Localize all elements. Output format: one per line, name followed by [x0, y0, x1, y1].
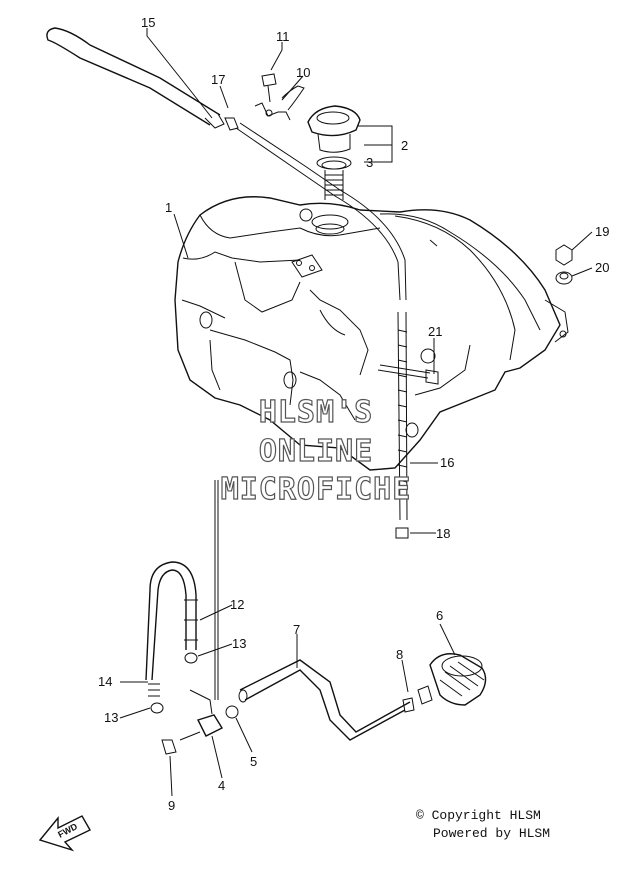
callout-1: 1 — [165, 200, 172, 215]
callout-11: 11 — [276, 29, 290, 44]
callout-16: 16 — [440, 455, 454, 470]
copyright-text: © Copyright HLSM — [416, 808, 541, 823]
fwd-arrow-icon: FWD — [38, 815, 91, 852]
callout-17: 17 — [211, 72, 225, 87]
watermark-line-1: HLSM'S — [258, 394, 374, 430]
callout-3: 3 — [366, 155, 373, 170]
dampers — [555, 244, 573, 285]
fuel-cock-assembly — [145, 480, 239, 755]
watermark-line-2: ONLINE — [258, 433, 374, 469]
callout-13-upper: 13 — [232, 636, 246, 651]
callout-7: 7 — [293, 622, 300, 637]
fuel-filter-line — [238, 653, 487, 741]
powered-by-text: Powered by HLSM — [433, 826, 551, 841]
breather-hose — [235, 122, 409, 539]
callout-6: 6 — [436, 608, 443, 623]
leader-lines — [119, 28, 593, 797]
callout-8: 8 — [396, 647, 403, 662]
clip-and-bolt — [254, 73, 305, 121]
callout-14: 14 — [98, 674, 112, 689]
callout-20: 20 — [595, 260, 609, 275]
callout-18: 18 — [436, 526, 450, 541]
fuel-tank — [174, 196, 569, 471]
overflow-hose — [46, 27, 239, 131]
callout-2: 2 — [401, 138, 408, 153]
callout-10: 10 — [296, 65, 310, 80]
callout-21: 21 — [428, 324, 442, 339]
callout-15: 15 — [141, 15, 155, 30]
callout-4: 4 — [218, 778, 225, 793]
callout-19: 19 — [595, 224, 609, 239]
callout-9: 9 — [168, 798, 175, 813]
filler-cap — [307, 105, 361, 200]
callout-12: 12 — [230, 597, 244, 612]
watermark-line-3: MICROFICHE — [220, 471, 412, 507]
callout-13-lower: 13 — [104, 710, 118, 725]
callout-5: 5 — [250, 754, 257, 769]
callout-labels: 15 11 10 17 2 3 1 19 20 21 16 18 12 13 6… — [98, 15, 609, 813]
bolt-21 — [377, 364, 439, 385]
